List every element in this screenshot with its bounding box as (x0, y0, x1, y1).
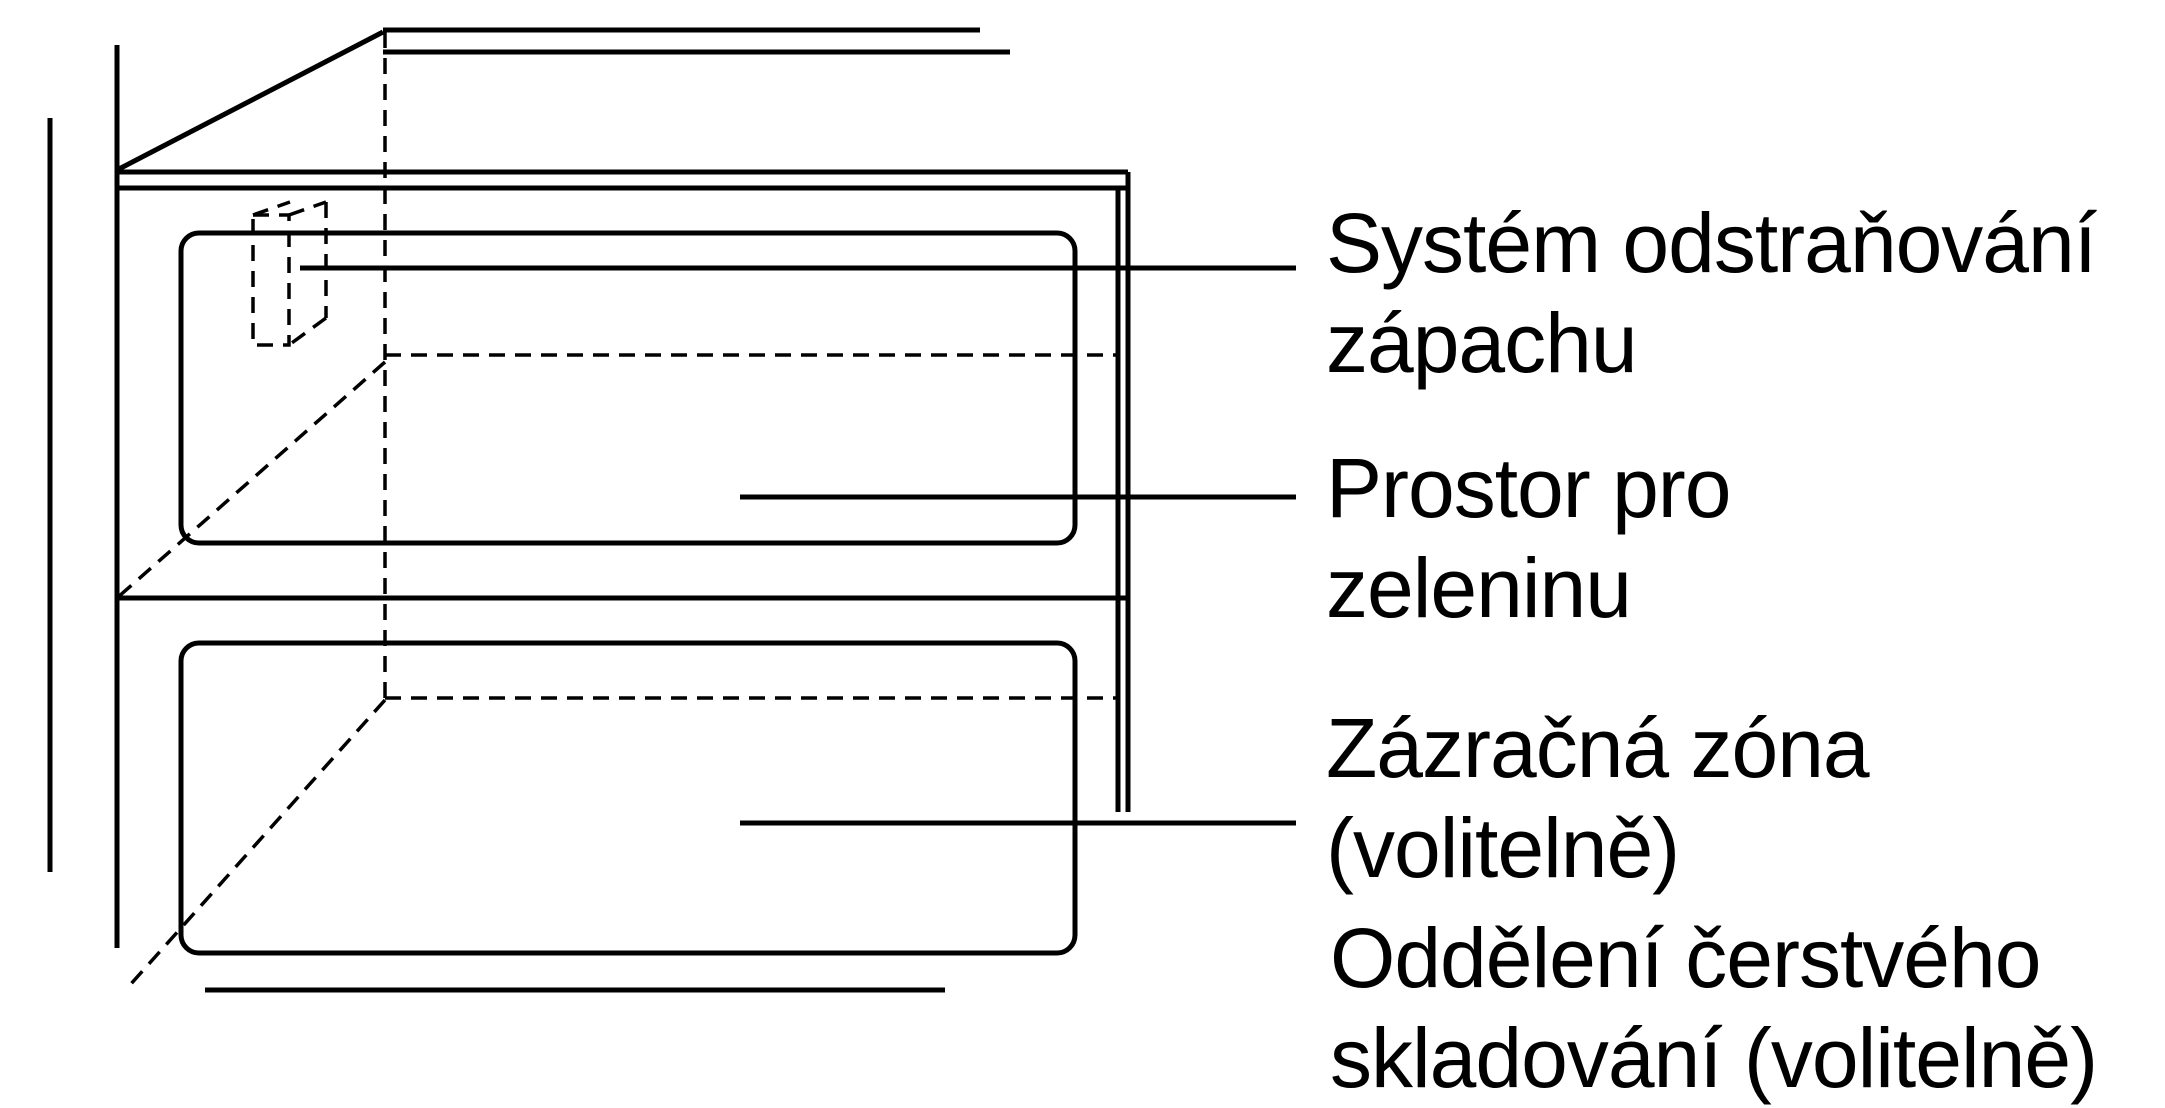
label-vegetable-line2: zeleninu (1326, 541, 1632, 635)
label-miracle-line2: (volitelně) (1326, 801, 1680, 895)
upper-depth-hidden-edge (115, 360, 387, 600)
lower-drawer (178, 640, 1078, 956)
ceiling-diagonal (115, 29, 385, 173)
label-miracle-zone: Zázračná zóna (volitelně) (1326, 698, 1870, 898)
label-miracle-line1: Zázračná zóna (1326, 701, 1870, 795)
deodorizer-module (251, 200, 328, 347)
lower-depth-hidden-edge (128, 698, 387, 987)
label-odor-removal-line1: Systém odstraňování (1326, 196, 2097, 290)
label-fresh-line2: skladování (volitelně) (1330, 1011, 2098, 1105)
upper-drawer (178, 230, 1078, 546)
label-vegetable-space: Prostor pro zeleninu (1326, 438, 1731, 638)
label-odor-removal-line2: zápachu (1326, 296, 1638, 390)
label-fresh-storage-compartment: Oddělení čerstvého skladování (volitelně… (1330, 908, 2098, 1108)
label-vegetable-line1: Prostor pro (1326, 441, 1731, 535)
label-odor-removal-system: Systém odstraňování zápachu (1326, 193, 2097, 393)
label-fresh-line1: Oddělení čerstvého (1330, 911, 2041, 1005)
